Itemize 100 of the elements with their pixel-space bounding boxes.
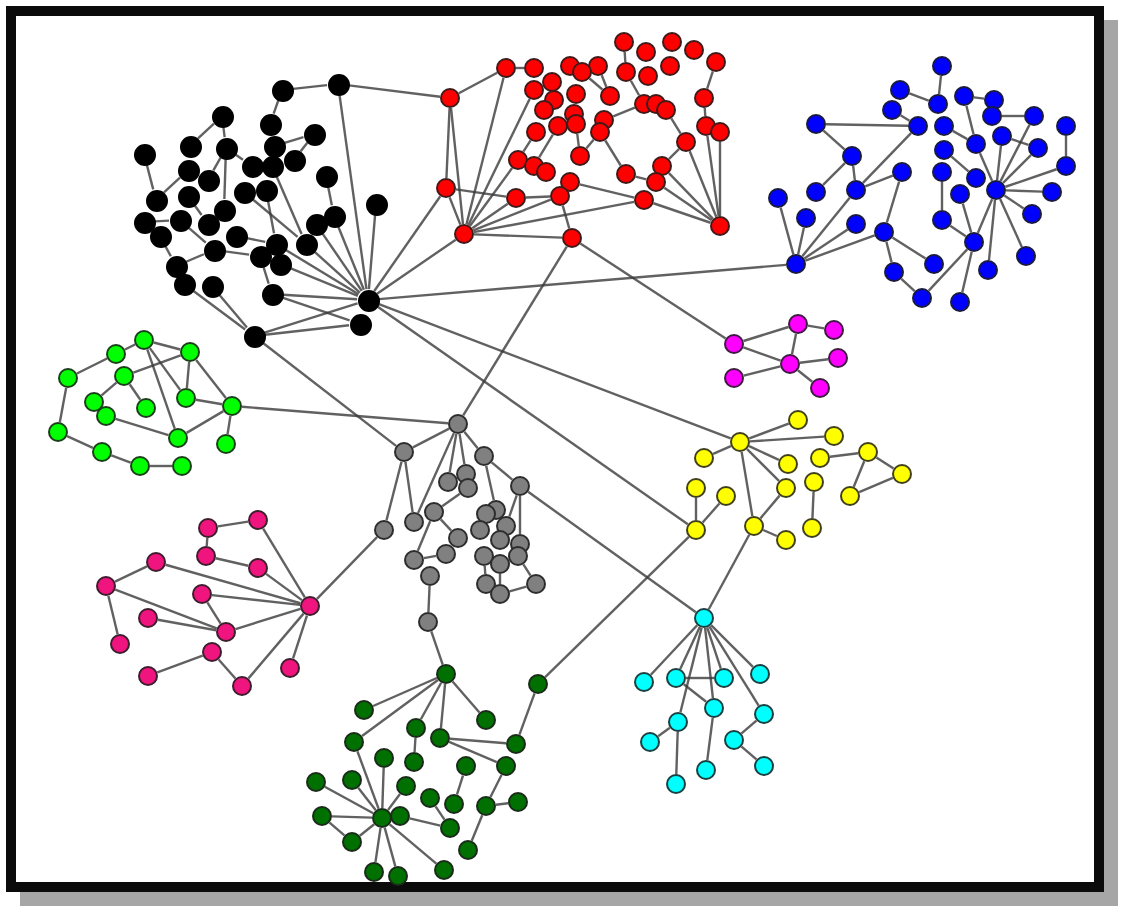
edge-line (186, 410, 224, 434)
edge-line (518, 496, 522, 534)
edge-line (508, 495, 518, 517)
edge-line (708, 625, 760, 707)
edge-line (430, 631, 444, 665)
edge-line (124, 343, 136, 351)
edge-line (445, 107, 451, 179)
edge-line (604, 139, 622, 167)
edge-line (790, 333, 798, 355)
edge-line (367, 214, 377, 290)
edge-line (485, 465, 495, 501)
edge-line (683, 683, 707, 703)
edge-line (316, 536, 378, 600)
edge-line (561, 205, 571, 229)
edge-line (324, 785, 374, 815)
edge-line (657, 726, 671, 738)
edge-line (694, 498, 698, 520)
edge-line (145, 164, 155, 190)
edge-line (779, 207, 795, 255)
edge-line (115, 417, 169, 437)
edge-line (187, 226, 207, 244)
edge-line (807, 324, 825, 330)
edge-line (686, 676, 714, 680)
edge-line (381, 767, 385, 809)
edge-line (471, 202, 509, 230)
edge-line (284, 248, 360, 296)
edge-line (718, 142, 722, 216)
edge-line (801, 197, 851, 257)
edge-line (458, 433, 466, 465)
edge-line (465, 77, 505, 225)
edge-line (448, 196, 462, 226)
edge-line (740, 451, 754, 517)
edge-line (1005, 168, 1057, 188)
edge-line (749, 435, 825, 443)
edge-line (110, 454, 132, 464)
edge-line (264, 324, 350, 336)
edge-line (378, 263, 787, 301)
edge-line (579, 242, 727, 340)
edge-line (473, 233, 563, 239)
edge-line (950, 155, 970, 173)
edge-line (470, 814, 484, 842)
edge-line (961, 251, 973, 293)
edge-line (1002, 154, 1032, 184)
edge-line (157, 618, 217, 632)
edge-line (1003, 194, 1025, 210)
edge-line (114, 588, 218, 630)
edge-line (522, 563, 532, 577)
edge-line (195, 398, 223, 406)
edge-line (148, 347, 182, 391)
edge-line (999, 124, 1031, 182)
edge-line (668, 172, 714, 220)
edge-line (949, 224, 967, 238)
edge-line (264, 302, 358, 334)
edge-line (195, 359, 227, 399)
edge-line (275, 175, 303, 235)
edge-line (448, 740, 498, 764)
edge-line (940, 182, 944, 210)
edge-line (348, 84, 441, 98)
edge-line (417, 432, 455, 514)
edge-line (864, 174, 894, 188)
edge-line (999, 198, 1023, 248)
edge-line (246, 237, 266, 243)
edge-line (579, 183, 635, 199)
edge-line (468, 167, 514, 227)
edge-line (419, 682, 443, 720)
edge-line (385, 461, 403, 521)
edge-line (759, 494, 781, 520)
edge-line (241, 405, 449, 425)
edge-line (703, 627, 715, 699)
edge-line (995, 145, 1003, 181)
edge-line (192, 289, 246, 331)
edge-line (331, 815, 373, 819)
edge-line (448, 433, 458, 473)
edge-line (588, 77, 604, 91)
edge-line (522, 139, 532, 153)
edge-line (472, 198, 552, 232)
edge-line (706, 717, 714, 761)
edge-line (359, 823, 375, 837)
edge-line (226, 415, 232, 435)
edge-line (265, 572, 303, 602)
edge-line (525, 195, 551, 199)
edge-line (58, 387, 68, 423)
edge-line (357, 787, 377, 811)
edge-line (261, 341, 397, 447)
edge-line (372, 676, 438, 708)
edge-line (150, 464, 172, 468)
edge-line (927, 248, 969, 292)
edge-line (423, 554, 437, 560)
edge-line (128, 383, 142, 401)
edge-line (527, 490, 697, 614)
edge-line (978, 152, 994, 182)
edge-line (427, 585, 431, 613)
edge-line (165, 563, 301, 605)
edge-line (212, 157, 222, 171)
edge-line (412, 427, 450, 449)
edge-line (908, 92, 930, 102)
edge-line (858, 476, 894, 494)
edge-line (489, 774, 503, 798)
edge-line (670, 117, 682, 135)
edge-line (387, 793, 401, 811)
